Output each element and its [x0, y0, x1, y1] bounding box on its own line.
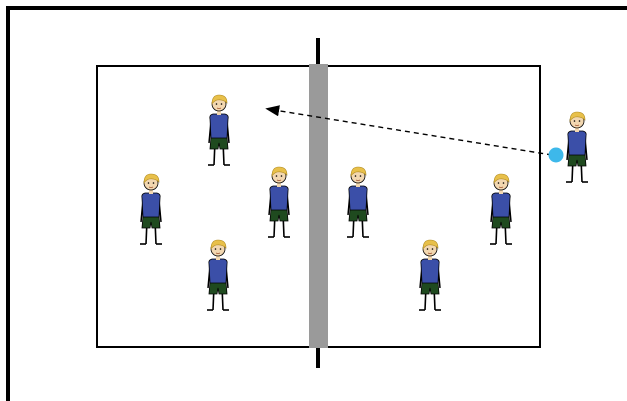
ball — [548, 147, 564, 163]
player-left-2 — [139, 173, 163, 245]
player-server — [565, 111, 589, 183]
outer-frame — [6, 6, 627, 401]
player-left-5 — [346, 166, 370, 238]
net — [309, 64, 328, 348]
player-right-1 — [489, 173, 513, 245]
player-left-1 — [207, 94, 231, 166]
player-right-2 — [418, 239, 442, 311]
player-left-3 — [267, 166, 291, 238]
ball-trajectory-arrow — [265, 105, 553, 156]
player-left-4 — [206, 239, 230, 311]
